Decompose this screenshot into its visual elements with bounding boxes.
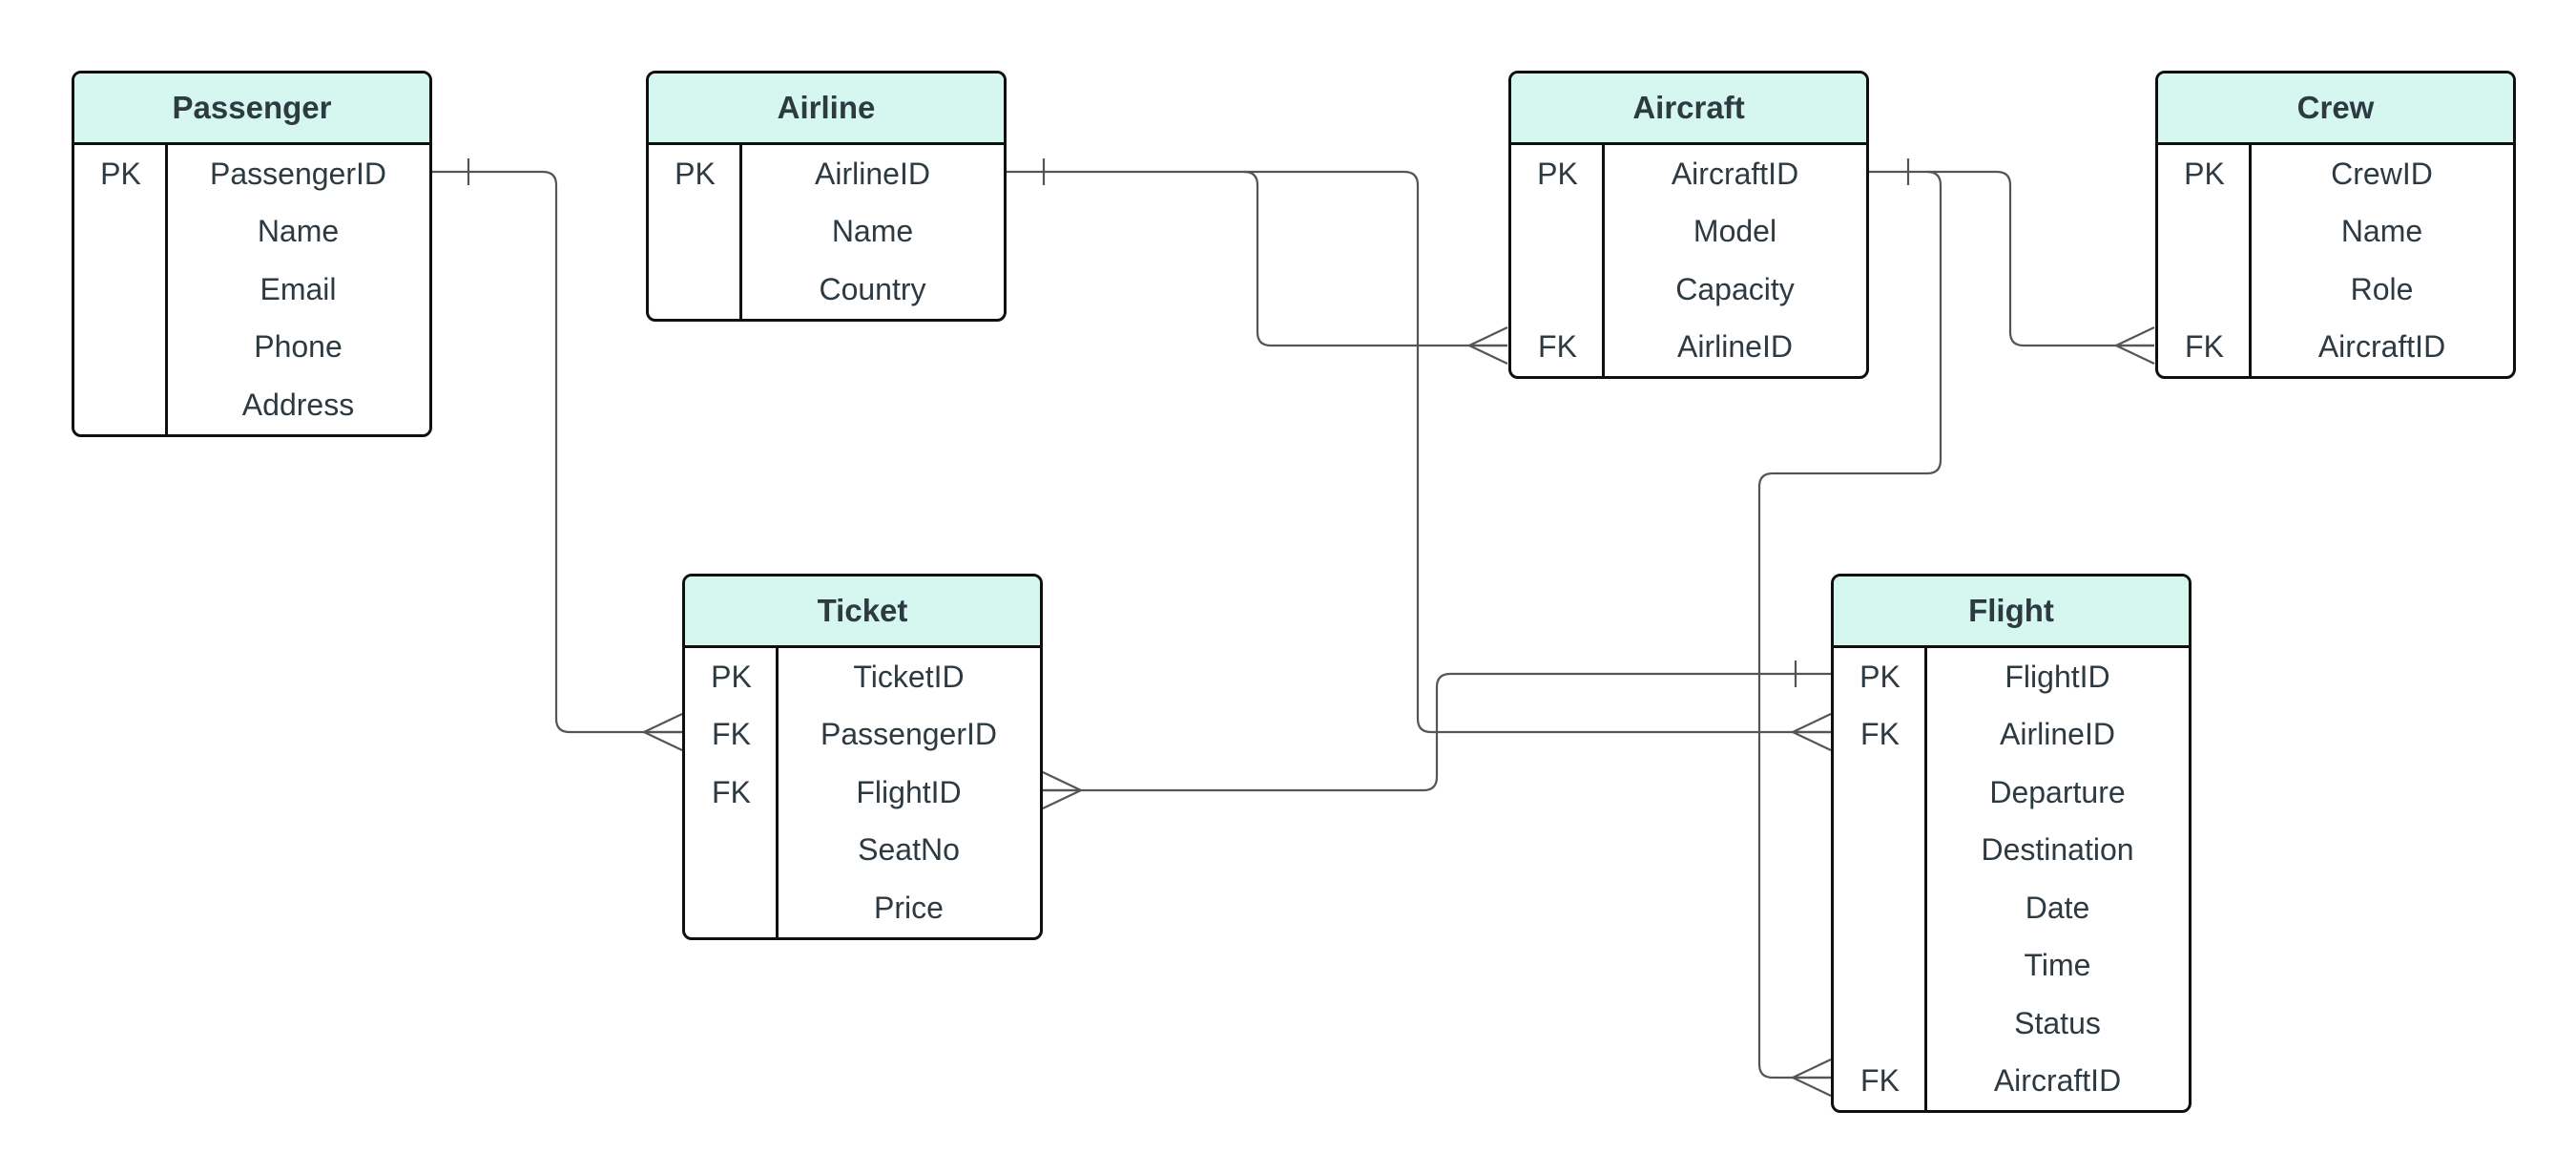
entity-row: FK AirlineID	[1511, 319, 1866, 377]
entity-title: Aircraft	[1511, 73, 1866, 145]
key-label: PK	[1537, 156, 1578, 191]
entity-row: Destination	[1834, 822, 2189, 880]
entity-title: Passenger	[74, 73, 429, 145]
entity-row: Model	[1511, 203, 1866, 262]
field-name: Departure	[1989, 774, 2126, 809]
entity-row: Role	[2158, 261, 2513, 319]
entity-row: Time	[1834, 937, 2189, 996]
field-name: Capacity	[1675, 271, 1795, 306]
relation-passenger-ticket	[432, 158, 683, 751]
field-name: AircraftID	[1671, 156, 1799, 191]
entity-row: FK FlightID	[685, 764, 1040, 822]
entity-row: Status	[1834, 995, 2189, 1053]
entity-crew[interactable]: Crew PK CrewID Name Role FK AircraftID	[2155, 71, 2516, 379]
entity-row: Departure	[1834, 764, 2189, 822]
entity-title: Ticket	[685, 577, 1040, 648]
entity-row: PK PassengerID	[74, 145, 429, 203]
field-name: Name	[257, 214, 340, 249]
entity-row: Address	[74, 376, 429, 434]
entity-row: SeatNo	[685, 822, 1040, 880]
entity-row: FK PassengerID	[685, 706, 1040, 765]
entity-aircraft[interactable]: Aircraft PK AircraftID Model Capacity FK A…	[1508, 71, 1869, 379]
entity-row: Phone	[74, 319, 429, 377]
key-label: PK	[1859, 659, 1901, 694]
entity-ticket[interactable]: Ticket PK TicketID FK PassengerID FK Flight…	[682, 574, 1043, 940]
field-name: Date	[2025, 890, 2090, 925]
entity-row: Capacity	[1511, 261, 1866, 319]
entity-row: Name	[2158, 203, 2513, 262]
entity-row: PK CrewID	[2158, 145, 2513, 203]
field-name: AircraftID	[2317, 329, 2446, 365]
entity-row: Name	[74, 203, 429, 262]
entity-row: PK AircraftID	[1511, 145, 1866, 203]
entity-passenger[interactable]: Passenger PK PassengerID Name Email Phone…	[72, 71, 432, 437]
field-name: Address	[241, 387, 355, 422]
entity-row: PK AirlineID	[649, 145, 1004, 203]
field-name: AircraftID	[1993, 1063, 2122, 1099]
key-label: FK	[1538, 329, 1577, 365]
field-name: Status	[2014, 1005, 2101, 1040]
key-label: FK	[1860, 717, 1900, 752]
entity-row: FK AircraftID	[1834, 1053, 2189, 1111]
entity-title: Flight	[1834, 577, 2189, 648]
key-label: FK	[712, 774, 751, 809]
entity-row: Date	[1834, 879, 2189, 937]
key-label: PK	[675, 156, 716, 191]
field-name: CrewID	[2331, 156, 2433, 191]
field-name: Price	[874, 890, 944, 925]
relation-airline-aircraft	[1005, 158, 1508, 365]
entity-row: PK FlightID	[1834, 648, 2189, 706]
key-label: PK	[100, 156, 141, 191]
entity-row: FK AirlineID	[1834, 706, 2189, 765]
field-name: SeatNo	[858, 832, 960, 868]
field-name: Name	[2340, 214, 2423, 249]
field-name: Time	[2024, 948, 2091, 983]
key-label: FK	[2185, 329, 2224, 365]
field-name: FlightID	[856, 774, 962, 809]
field-name: Model	[1693, 214, 1777, 249]
key-label: FK	[1860, 1063, 1900, 1099]
field-name: AirlineID	[815, 156, 930, 191]
entity-row: FK AircraftID	[2158, 319, 2513, 377]
field-name: AirlineID	[2000, 717, 2115, 752]
entity-title: Crew	[2158, 73, 2513, 145]
field-name: FlightID	[2005, 659, 2110, 694]
entity-row: Price	[685, 879, 1040, 937]
relation-flight-ticket	[1042, 660, 1831, 809]
field-name: Email	[260, 271, 337, 306]
key-label: FK	[712, 717, 751, 752]
field-name: Role	[2350, 271, 2414, 306]
field-name: Destination	[1981, 832, 2134, 868]
field-name: PassengerID	[821, 717, 997, 752]
entity-airline[interactable]: Airline PK AirlineID Name Country	[646, 71, 1007, 322]
field-name: Phone	[254, 329, 343, 365]
key-label: PK	[2184, 156, 2225, 191]
entity-title: Airline	[649, 73, 1004, 145]
field-name: PassengerID	[210, 156, 386, 191]
field-name: AirlineID	[1677, 329, 1793, 365]
field-name: TicketID	[853, 659, 965, 694]
field-name: Name	[831, 214, 914, 249]
entity-row: PK TicketID	[685, 648, 1040, 706]
field-name: Country	[819, 271, 926, 306]
entity-row: Email	[74, 261, 429, 319]
relation-aircraft-crew	[1869, 158, 2155, 365]
key-label: PK	[711, 659, 752, 694]
entity-row: Country	[649, 261, 1004, 319]
entity-row: Name	[649, 203, 1004, 262]
